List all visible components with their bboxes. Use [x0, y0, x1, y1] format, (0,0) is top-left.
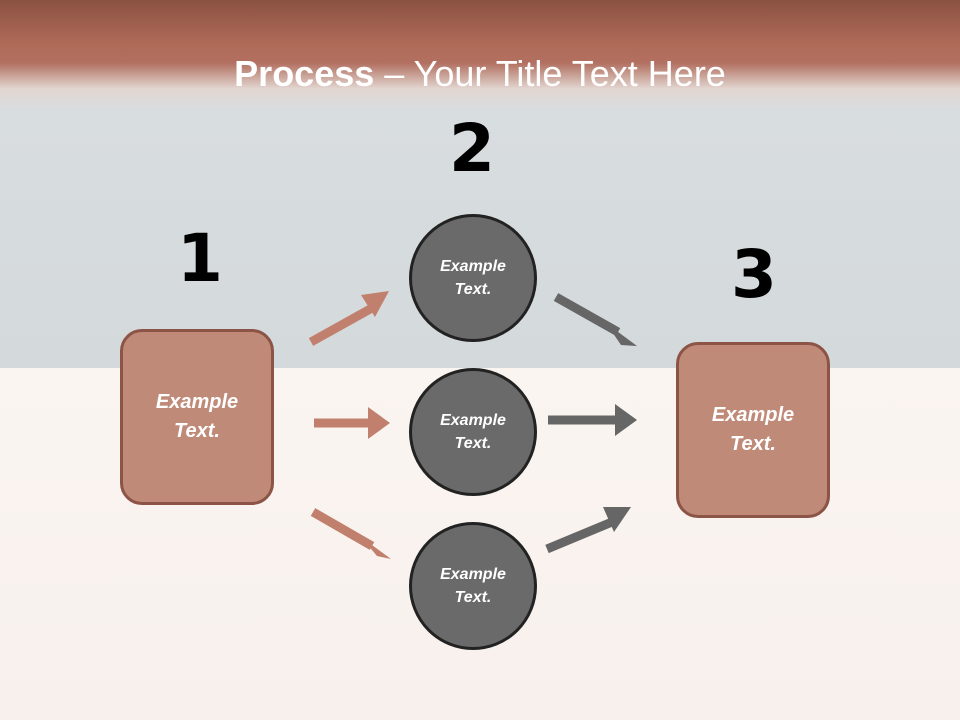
circle-top: Example Text. [409, 214, 537, 342]
step-3-box: Example Text. [676, 342, 830, 518]
step-1-text: Example Text. [156, 388, 238, 446]
step-1-box: Example Text. [120, 329, 274, 505]
circle-middle: Example Text. [409, 368, 537, 496]
circle-bottom-text: Example Text. [440, 563, 506, 609]
circle-top-text: Example Text. [440, 255, 506, 301]
circle-bottom: Example Text. [409, 522, 537, 650]
arrow-down-left [313, 512, 372, 546]
arrow-up-right [547, 522, 612, 549]
arrow-mid-right-head [615, 404, 637, 436]
step-3-text: Example Text. [712, 401, 794, 459]
arrow-mid-left-head [368, 407, 390, 439]
circle-middle-text: Example Text. [440, 409, 506, 455]
arrow-up-left [311, 308, 372, 342]
